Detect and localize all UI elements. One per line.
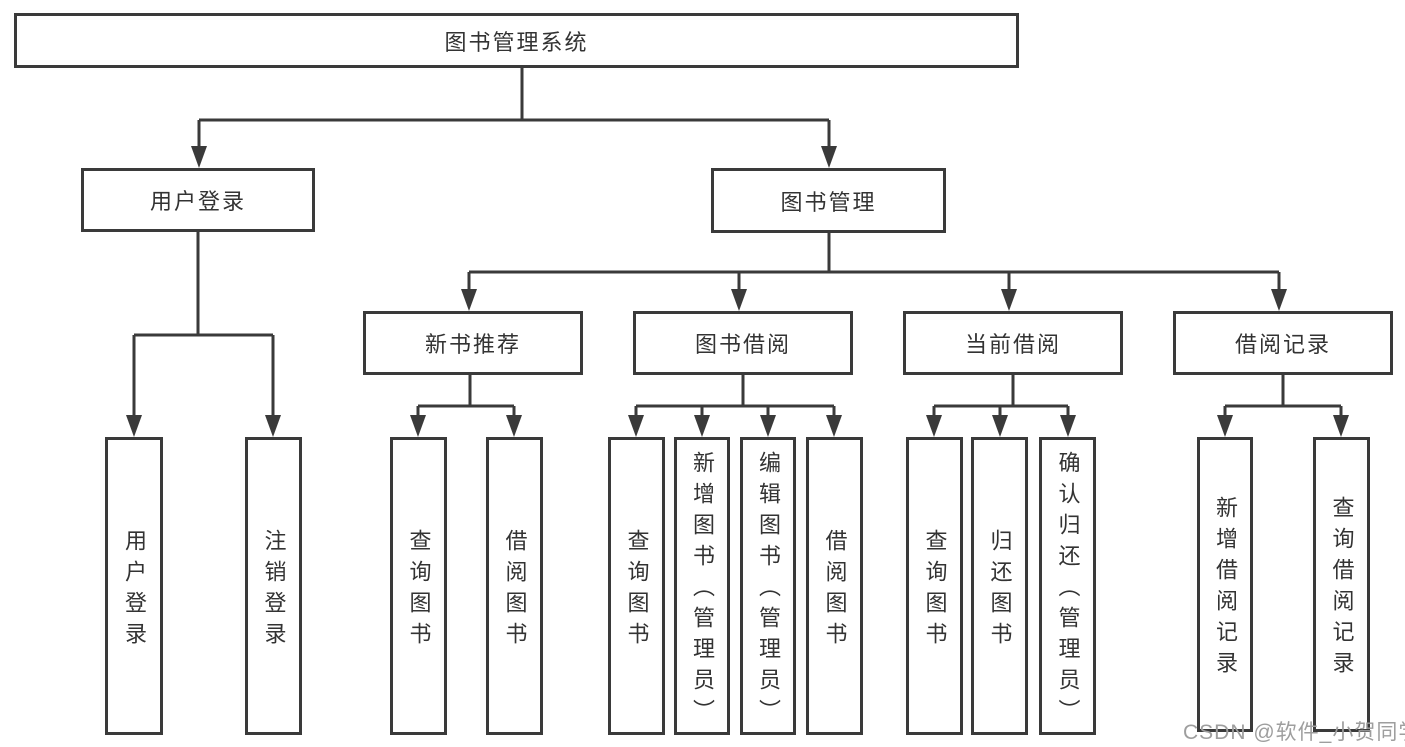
arrow-head <box>1333 415 1349 437</box>
arrow-head <box>191 146 207 168</box>
arrow-head <box>826 415 842 437</box>
leaf-query-books-3: 查询图书 <box>906 437 963 735</box>
arrow-head <box>760 415 776 437</box>
connector-borrow-records-stem <box>1225 375 1341 408</box>
leaf-query-borrow-record: 查询借阅记录 <box>1313 437 1370 732</box>
leaf-user-login: 用户登录 <box>105 437 163 735</box>
arrow-head <box>992 415 1008 437</box>
node-borrowing-records: 借阅记录 <box>1173 311 1393 375</box>
arrow-head <box>126 415 142 437</box>
arrow-head <box>410 415 426 437</box>
connector-current-borrow-stem <box>934 375 1068 408</box>
arrow-head <box>506 415 522 437</box>
leaf-return-books: 归还图书 <box>971 437 1028 735</box>
arrow-head <box>821 146 837 168</box>
arrow-head <box>926 415 942 437</box>
leaf-confirm-return-admin: 确认归还（管理员） <box>1039 437 1096 735</box>
connector-user-login-stem <box>134 232 273 337</box>
leaf-add-borrow-record: 新增借阅记录 <box>1197 437 1253 732</box>
leaf-add-books-admin: 新增图书（管理员） <box>674 437 730 735</box>
leaf-borrow-books-1: 借阅图书 <box>486 437 543 735</box>
arrow-head <box>1271 289 1287 311</box>
node-user-login: 用户登录 <box>81 168 315 232</box>
node-current-borrowing: 当前借阅 <box>903 311 1123 375</box>
node-root-library-system: 图书管理系统 <box>14 13 1019 68</box>
arrow-head <box>694 415 710 437</box>
node-new-book-recommend: 新书推荐 <box>363 311 583 375</box>
node-book-borrowing: 图书借阅 <box>633 311 853 375</box>
arrow-head <box>628 415 644 437</box>
arrow-head <box>1001 289 1017 311</box>
node-book-management: 图书管理 <box>711 168 946 233</box>
connector-root-stem <box>199 68 829 122</box>
leaf-borrow-books-2: 借阅图书 <box>806 437 863 735</box>
csdn-watermark: CSDN @软件_小贺同学 <box>1183 721 1405 744</box>
connector-book-mgmt-stem <box>469 233 1279 274</box>
connector-borrowing-stem <box>636 375 834 408</box>
arrow-head <box>461 289 477 311</box>
leaf-query-books-2: 查询图书 <box>608 437 665 735</box>
leaf-logout: 注销登录 <box>245 437 302 735</box>
arrow-head <box>731 289 747 311</box>
arrow-head <box>265 415 281 437</box>
leaf-edit-books-admin: 编辑图书（管理员） <box>740 437 796 735</box>
leaf-query-books-1: 查询图书 <box>390 437 447 735</box>
arrow-head <box>1217 415 1233 437</box>
arrow-head <box>1060 415 1076 437</box>
connector-new-books-stem <box>418 375 514 408</box>
